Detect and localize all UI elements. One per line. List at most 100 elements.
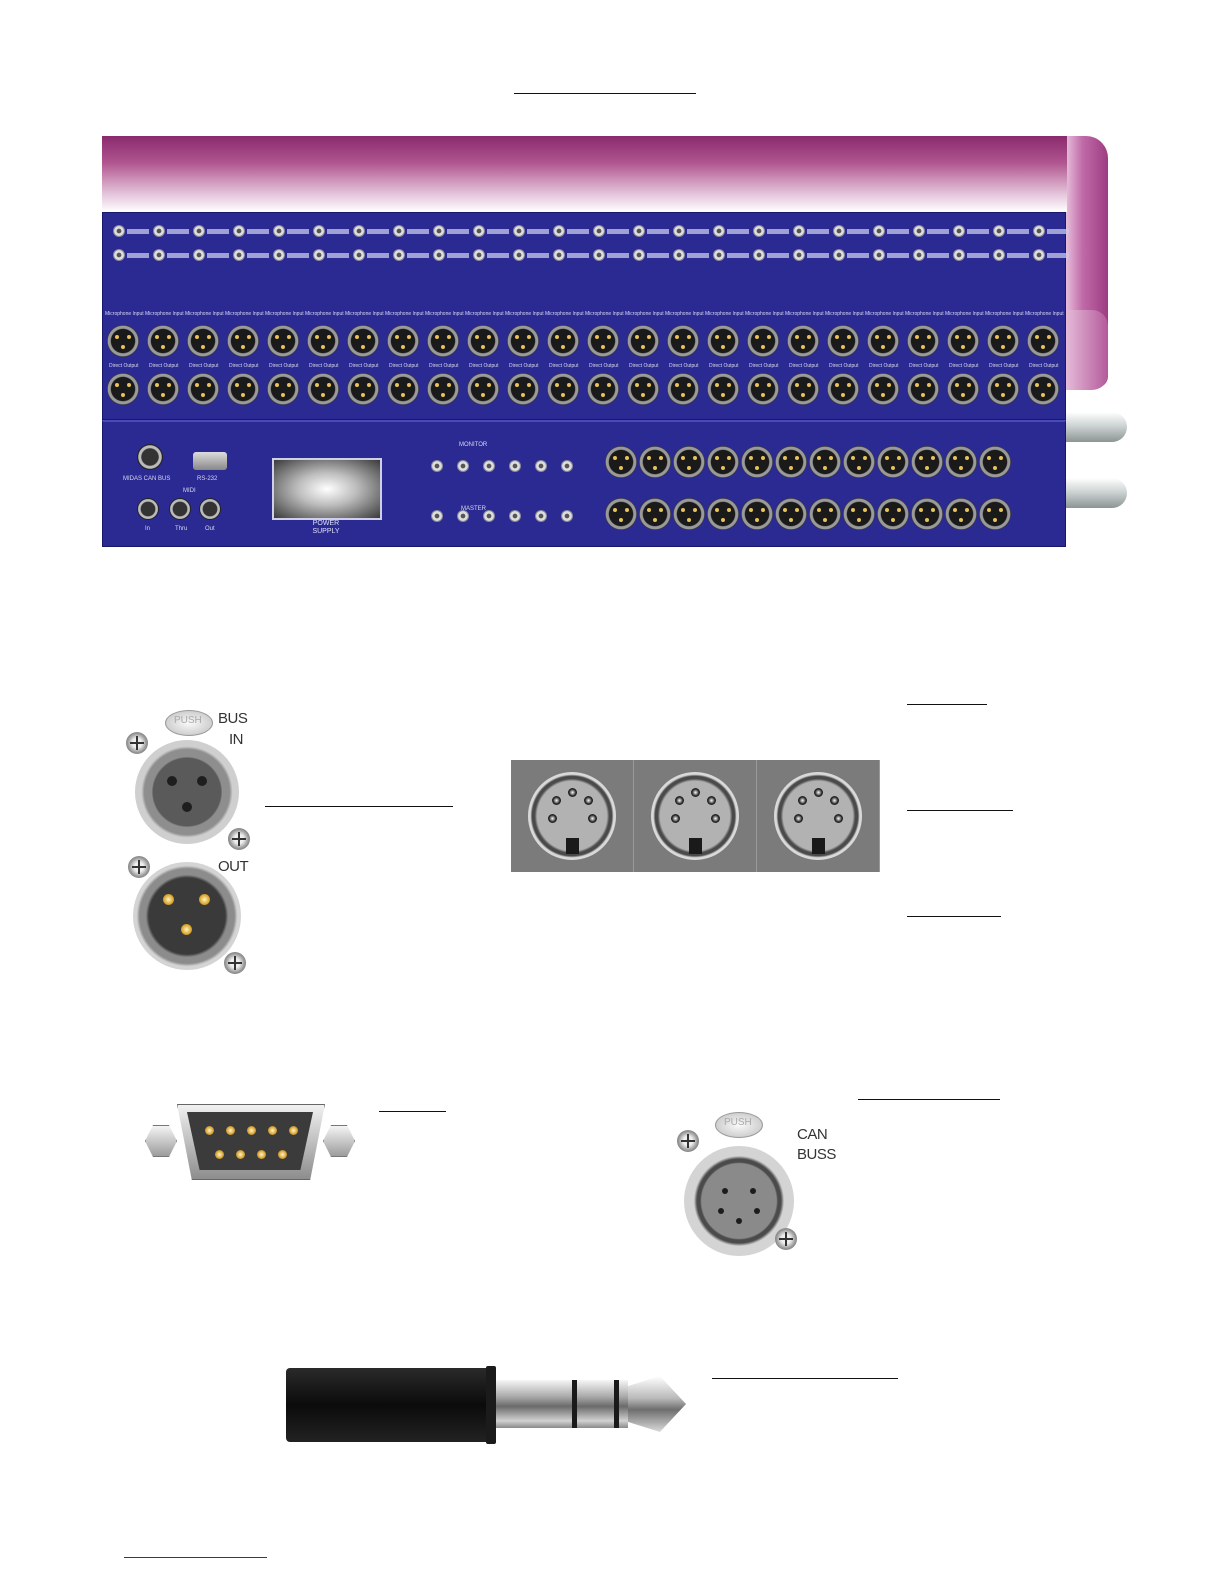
direct-output-xlr bbox=[827, 373, 859, 405]
din-pin bbox=[834, 814, 843, 823]
din-pin bbox=[711, 814, 720, 823]
mic-input-label: Microphone Input bbox=[905, 311, 944, 317]
direct-output-xlr bbox=[627, 373, 659, 405]
insert-jack bbox=[233, 249, 245, 261]
jack-label-mark bbox=[807, 229, 829, 234]
din-pin bbox=[552, 796, 561, 805]
master-xlr bbox=[809, 498, 841, 530]
direct-output-xlr bbox=[467, 373, 499, 405]
can-buss-rule bbox=[858, 1099, 1000, 1100]
mounting-screw-icon bbox=[128, 856, 150, 878]
mic-input-label: Microphone Input bbox=[545, 311, 584, 317]
mic-input-xlr bbox=[667, 325, 699, 357]
midi-din-socket bbox=[511, 760, 634, 872]
direct-output-xlr bbox=[307, 373, 339, 405]
mic-input-xlr bbox=[1027, 325, 1059, 357]
monitor-master-jack bbox=[457, 510, 469, 522]
mic-input-label: Microphone Input bbox=[745, 311, 784, 317]
jack-label-mark bbox=[127, 229, 149, 234]
master-xlr bbox=[911, 498, 943, 530]
insert-jack bbox=[953, 225, 965, 237]
direct-output-label: Direct Output bbox=[149, 363, 179, 369]
jack-label-mark bbox=[1047, 253, 1069, 258]
direct-output-label: Direct Output bbox=[309, 363, 339, 369]
midi-din-socket bbox=[757, 760, 880, 872]
direct-output-xlr bbox=[267, 373, 299, 405]
direct-output-label: Direct Output bbox=[429, 363, 459, 369]
din-pin bbox=[568, 788, 577, 797]
in-label: IN bbox=[229, 731, 244, 748]
direct-output-label: Direct Output bbox=[709, 363, 739, 369]
master-xlr bbox=[945, 446, 977, 478]
insert-jack bbox=[433, 225, 445, 237]
jack-label-mark bbox=[807, 253, 829, 258]
jack-label-mark bbox=[527, 253, 549, 258]
jack-label-mark bbox=[127, 253, 149, 258]
hex-nut-icon bbox=[145, 1125, 177, 1157]
stereo-jack-plug bbox=[286, 1366, 686, 1444]
monitor-master-jack bbox=[535, 460, 547, 472]
jack-label-mark bbox=[967, 253, 989, 258]
dsub-pin bbox=[236, 1150, 245, 1159]
dsub-pin bbox=[205, 1126, 214, 1135]
direct-output-label: Direct Output bbox=[869, 363, 899, 369]
insert-jack bbox=[513, 249, 525, 261]
jack-label-mark bbox=[447, 253, 469, 258]
mic-input-xlr bbox=[827, 325, 859, 357]
direct-output-xlr bbox=[147, 373, 179, 405]
monitor-master-jack bbox=[509, 460, 521, 472]
jack-label-mark bbox=[607, 253, 629, 258]
master-xlr bbox=[775, 446, 807, 478]
insert-jack bbox=[113, 225, 125, 237]
direct-output-xlr bbox=[427, 373, 459, 405]
direct-output-label: Direct Output bbox=[509, 363, 539, 369]
mic-input-xlr bbox=[947, 325, 979, 357]
jack-label-mark bbox=[567, 229, 589, 234]
mic-input-label: Microphone Input bbox=[825, 311, 864, 317]
insert-jack bbox=[113, 249, 125, 261]
pin bbox=[199, 894, 210, 905]
power-label: POWER bbox=[312, 520, 340, 527]
dsub-pin bbox=[257, 1150, 266, 1159]
direct-output-label: Direct Output bbox=[589, 363, 619, 369]
master-xlr bbox=[775, 498, 807, 530]
insert-jack bbox=[313, 249, 325, 261]
mic-input-xlr bbox=[707, 325, 739, 357]
insert-jack bbox=[1033, 225, 1045, 237]
plug-tip bbox=[628, 1376, 686, 1432]
insert-jack bbox=[753, 249, 765, 261]
direct-output-label: Direct Output bbox=[989, 363, 1019, 369]
mic-input-xlr bbox=[427, 325, 459, 357]
jack-label-mark bbox=[367, 253, 389, 258]
power-supply-label: POWER SUPPLY bbox=[296, 520, 356, 536]
insert-jack bbox=[473, 249, 485, 261]
insert-jack bbox=[553, 249, 565, 261]
monitor-master-jack bbox=[483, 460, 495, 472]
push-text: PUSH bbox=[174, 715, 202, 726]
master-xlr bbox=[673, 446, 705, 478]
xlr-caption-rule bbox=[265, 806, 453, 807]
dsub-pin bbox=[226, 1126, 235, 1135]
jack-label-mark bbox=[367, 229, 389, 234]
mic-input-xlr bbox=[307, 325, 339, 357]
insert-jack bbox=[673, 225, 685, 237]
jack-label-mark bbox=[527, 229, 549, 234]
din-pin bbox=[830, 796, 839, 805]
din-face bbox=[651, 772, 739, 860]
insert-jack bbox=[673, 249, 685, 261]
insert-jack bbox=[153, 249, 165, 261]
midi-in-rule bbox=[907, 704, 987, 705]
jack-label-mark bbox=[687, 229, 709, 234]
pin-hole bbox=[754, 1208, 760, 1214]
jack-label-mark bbox=[927, 229, 949, 234]
pin-hole bbox=[718, 1208, 724, 1214]
jack-label-mark bbox=[167, 253, 189, 258]
jack-rule bbox=[712, 1378, 898, 1379]
direct-output-xlr bbox=[507, 373, 539, 405]
midi-out-rule bbox=[907, 916, 1001, 917]
master-connector-panel: MIDAS CAN BUS RS-232 MIDI In Thru Out MO… bbox=[102, 420, 1066, 547]
jack-label-mark bbox=[327, 253, 349, 258]
dsub-pin bbox=[289, 1126, 298, 1135]
pin bbox=[163, 894, 174, 905]
din-pin bbox=[707, 796, 716, 805]
